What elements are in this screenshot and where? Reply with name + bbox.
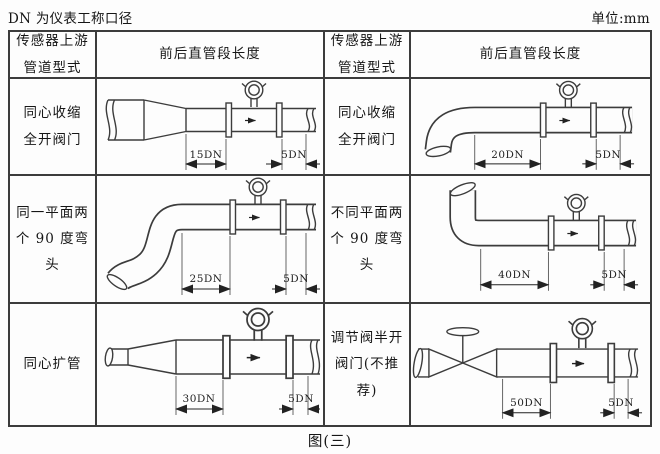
- diagram-concentric-reducer: 15DN 5DN: [105, 80, 320, 170]
- flowmeter-icon: [550, 318, 614, 382]
- header-cell-type-right: 传感器上游 管道型式: [325, 32, 411, 79]
- diagram-two-elbows-different-plane: 40DN 5DN: [449, 182, 639, 291]
- note-dn-definition: DN 为仪表工称口径: [8, 11, 133, 27]
- dimension-label: 5DN: [281, 149, 307, 161]
- row3-left-label-cell: 同心扩管: [10, 304, 97, 425]
- diagram-half-open-valve: 50DN 5DN: [412, 305, 643, 419]
- dimension-label: 15DN: [190, 149, 223, 161]
- flowmeter-icon: [223, 308, 293, 378]
- header-cell-length-right: 前后直管段长度: [411, 32, 650, 79]
- dimension-label: 5DN: [601, 269, 627, 281]
- row1-left-label-cell: 同心收缩 全开阀门: [10, 79, 97, 176]
- row2-left-label-cell: 同一平面两 个 90 度弯头: [10, 176, 97, 304]
- row2-left-diagram-cell: 25DN 5DN: [97, 176, 325, 304]
- diagram-single-elbow: 20DN 5DN: [424, 80, 635, 170]
- row2-right-label-cell: 不同平面两 个 90 度弯头: [325, 176, 411, 304]
- dimension-label: 50DN: [510, 396, 543, 408]
- row1-right-label: 同心收缩 全开阀门: [338, 105, 396, 148]
- dimension-label: 5DN: [595, 148, 621, 160]
- figure-caption: 图(三): [307, 434, 353, 450]
- row3-left-label: 同心扩管: [23, 356, 82, 373]
- row1-left-diagram-cell: 15DN 5DN: [97, 79, 325, 176]
- row3-left-diagram-cell: 30DN 5DN: [97, 304, 325, 425]
- header-cell-type-left: 传感器上游 管道型式: [10, 32, 97, 79]
- header-type-left: 传感器上游 管道型式: [16, 33, 89, 76]
- row3-right-diagram-cell: 50DN 5DN: [411, 304, 650, 425]
- dimension-label: 5DN: [608, 396, 634, 408]
- row3-right-label: 调节阀半开 阀门(不推荐): [330, 330, 404, 399]
- straight-pipe-requirements-table: 传感器上游 管道型式 前后直管段长度 传感器上游 管道型式 前后直管段长度 同心…: [8, 30, 652, 427]
- dimension-label: 25DN: [190, 273, 223, 285]
- dimension-label: 30DN: [183, 393, 216, 405]
- note-unit: 单位:mm: [591, 11, 650, 27]
- row2-right-diagram-cell: 40DN 5DN: [411, 176, 650, 304]
- row2-right-label: 不同平面两 个 90 度弯头: [330, 204, 404, 274]
- dimension-label: 20DN: [491, 148, 524, 160]
- header-length-right: 前后直管段长度: [479, 46, 582, 63]
- row1-left-label: 同心收缩 全开阀门: [23, 105, 82, 148]
- header-cell-length-left: 前后直管段长度: [97, 32, 325, 79]
- header-length-left: 前后直管段长度: [159, 46, 261, 63]
- dimension-label: 5DN: [288, 393, 314, 405]
- header-type-right: 传感器上游 管道型式: [330, 33, 404, 76]
- row1-right-label-cell: 同心收缩 全开阀门: [325, 79, 411, 176]
- diagram-concentric-expander: 30DN 5DN: [104, 305, 321, 415]
- row3-right-label-cell: 调节阀半开 阀门(不推荐): [325, 304, 411, 425]
- diagram-two-elbows-same-plane: 25DN 5DN: [106, 177, 320, 295]
- dimension-label: 5DN: [283, 273, 309, 285]
- valve-handwheel-icon: [446, 326, 480, 336]
- row1-right-diagram-cell: 20DN 5DN: [411, 79, 650, 176]
- dimension-label: 40DN: [498, 269, 531, 281]
- row2-left-label: 同一平面两 个 90 度弯头: [15, 204, 90, 274]
